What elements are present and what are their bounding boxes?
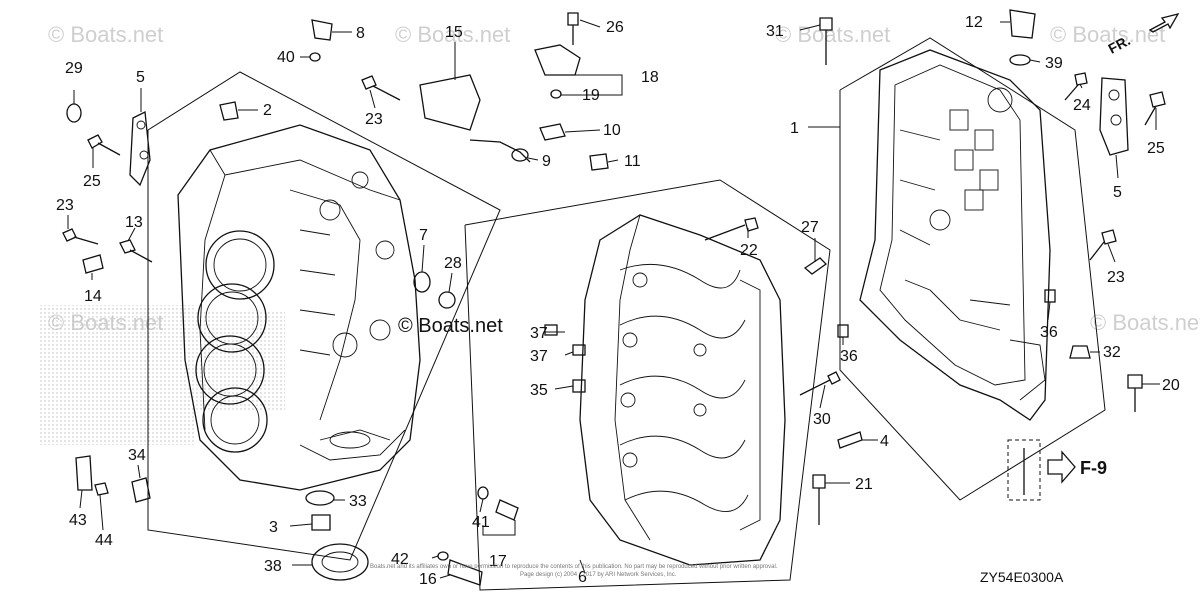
callout-37-lower: 37 — [530, 348, 548, 365]
assembly-outline-left — [147, 71, 501, 561]
callout-24: 24 — [1073, 97, 1091, 114]
callout-33: 33 — [349, 493, 367, 510]
callout-5-right: 5 — [1113, 184, 1122, 201]
callout-41: 41 — [472, 514, 490, 531]
leader-lines — [67, 19, 1160, 579]
callout-43: 43 — [69, 512, 87, 529]
small-parts — [62, 9, 1180, 586]
callout-23-left: 23 — [56, 197, 74, 214]
shading-band — [40, 305, 195, 445]
callout-21: 21 — [855, 476, 873, 493]
callout-32: 32 — [1103, 344, 1121, 361]
callout-27: 27 — [801, 219, 819, 236]
callout-labels: 1 2 3 4 5 5 6 7 8 9 10 11 12 13 14 15 16… — [56, 14, 1180, 588]
callout-6: 6 — [578, 569, 587, 586]
watermark: © Boats.net — [1090, 310, 1200, 335]
diagram-code: ZY54E0300A — [980, 569, 1064, 585]
callout-4: 4 — [880, 433, 889, 450]
watermark-group: © Boats.net © Boats.net © Boats.net © Bo… — [48, 22, 1200, 335]
callout-7: 7 — [419, 227, 428, 244]
crankcase — [579, 214, 786, 566]
fine-print-line: Boats.net and its affiliates own or have… — [370, 564, 778, 570]
callout-11: 11 — [624, 153, 641, 170]
callout-14: 14 — [84, 288, 102, 305]
callout-16: 16 — [419, 571, 437, 588]
callout-28: 28 — [444, 255, 462, 272]
callout-22: 22 — [740, 242, 758, 259]
callout-25-left: 25 — [83, 173, 101, 190]
callout-18: 18 — [641, 69, 659, 86]
callout-39: 39 — [1045, 55, 1063, 72]
watermark: © Boats.net — [48, 22, 163, 47]
callout-38: 38 — [264, 558, 282, 575]
callout-1: 1 — [790, 120, 799, 137]
callout-3: 3 — [269, 519, 278, 536]
callout-17: 17 — [489, 553, 507, 570]
callout-44: 44 — [95, 532, 113, 549]
callout-36-right: 36 — [1040, 324, 1058, 341]
shading-band — [195, 310, 285, 410]
callout-15: 15 — [445, 24, 463, 41]
watermark: © Boats.net — [395, 22, 510, 47]
callout-36-mid: 36 — [840, 348, 858, 365]
callout-42: 42 — [391, 551, 409, 568]
callout-20: 20 — [1162, 377, 1180, 394]
assembly-outline-center — [464, 179, 831, 591]
fine-print-line: Page design (c) 2004 - 2017 by ARI Netwo… — [520, 572, 677, 578]
callout-40: 40 — [277, 49, 295, 66]
cylinder-head — [859, 49, 1051, 421]
callout-34: 34 — [128, 447, 146, 464]
callout-10: 10 — [603, 122, 621, 139]
callout-37-upper: 37 — [530, 325, 548, 342]
callout-12: 12 — [965, 14, 983, 31]
callout-13: 13 — [125, 214, 143, 231]
callout-25-right: 25 — [1147, 140, 1165, 157]
reference-label: F-9 — [1080, 458, 1107, 478]
callout-26: 26 — [606, 19, 624, 36]
cylinder-block — [177, 124, 421, 491]
callout-9: 9 — [542, 153, 551, 170]
callout-31: 31 — [766, 23, 784, 40]
watermark: © Boats.net — [1050, 22, 1165, 47]
callout-29: 29 — [65, 60, 83, 77]
callout-35: 35 — [530, 382, 548, 399]
callout-8: 8 — [356, 25, 365, 42]
callout-5-left: 5 — [136, 69, 145, 86]
callout-2: 2 — [263, 102, 272, 119]
assembly-outline-right — [839, 37, 1106, 501]
callout-19: 19 — [582, 87, 600, 104]
callout-23-right: 23 — [1107, 269, 1125, 286]
callout-23-mid: 23 — [365, 111, 383, 128]
callout-30: 30 — [813, 411, 831, 428]
